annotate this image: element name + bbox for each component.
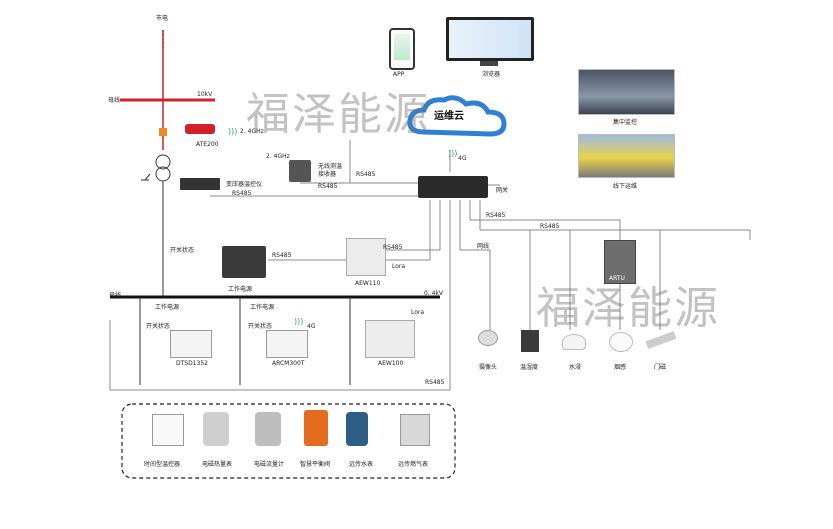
rs485-aew-label: RS485 (383, 244, 403, 251)
watermark-bottom: 福泽能源 (536, 283, 720, 334)
sensor-smoke-label: 烟感 (614, 364, 627, 371)
wireless-receiver-label-1: 无线测温 (318, 163, 343, 170)
heat-meter-icon (203, 412, 229, 446)
work-power-3-label: 工作电源 (250, 304, 275, 311)
switch-status-1-label: 开关状态 (170, 247, 195, 254)
wifi-icon-ate: ))) (228, 127, 238, 136)
sensor-door-label: 门磁 (654, 364, 667, 371)
lora-2-label: Lora (411, 309, 425, 316)
wifi-icon-aram: ))) (294, 317, 304, 326)
g4-aram-label: 4G (307, 323, 316, 330)
thermostat-icon (152, 414, 184, 446)
monitor-stand (480, 61, 498, 66)
power-panel-device (222, 246, 266, 278)
wireless-receiver-device (289, 160, 311, 182)
ghz24-b-label: 2. 4GHz (266, 153, 290, 160)
aew110-device (346, 238, 386, 276)
thermometer-icon (521, 330, 539, 352)
cloud-4g-label: 4G (458, 155, 467, 162)
kv04-label: 0. 4kV (424, 290, 444, 297)
work-power-1-label: 工作电源 (228, 286, 253, 293)
rs485-net-label: RS485 (486, 212, 506, 219)
cloud-label: 运维云 (434, 111, 464, 122)
meters-group-border (121, 403, 456, 479)
central-monitor-photo (578, 69, 675, 115)
meter-valve-label: 智慧平衡阀 (300, 461, 331, 468)
busbar-low-label: 母线 (109, 292, 122, 299)
water-meter-icon (346, 412, 368, 446)
lora-1-label: Lora (392, 263, 406, 270)
rs485-artu-label: RS485 (540, 223, 560, 230)
ate200-label: ATE200 (196, 141, 219, 148)
aew110-label: AEW110 (355, 280, 381, 287)
meter-water-label: 远传水表 (349, 461, 374, 468)
gateway-device (418, 176, 488, 198)
aram-meter-device (266, 330, 308, 358)
gas-meter-icon (400, 414, 430, 446)
utility-label: 市电 (156, 15, 169, 22)
rs485-receiver-label: RS485 (318, 183, 338, 190)
meter-flow-label: 电磁流量计 (254, 461, 285, 468)
camera-icon (478, 330, 498, 346)
cloud-icon (404, 94, 510, 138)
hv-breaker (159, 128, 167, 136)
wangxian-label: 网线 (477, 243, 490, 250)
artu-device (604, 240, 636, 284)
browser-label: 浏览器 (482, 71, 501, 78)
meter-gas-label: 远传燃气表 (398, 461, 429, 468)
gateway-label: 网关 (496, 187, 509, 194)
central-monitor-label: 集中监控 (613, 119, 638, 126)
sensor-water-label: 水浸 (569, 364, 582, 371)
switch-status-3-label: 开关状态 (248, 323, 273, 330)
dtsd-label: DTSD1352 (176, 360, 208, 367)
aew100-device (365, 320, 415, 358)
dtsd-meter-device (170, 330, 212, 358)
wireless-receiver-label-2: 接收器 (318, 171, 337, 178)
app-label: APP (393, 71, 405, 78)
transformer-temp-label: 变压器温控仪 (226, 181, 263, 188)
offline-ops-photo (578, 134, 675, 178)
kv10-label: 10kV (197, 91, 213, 98)
rs485-bottom-label: RS485 (425, 379, 445, 386)
aew100-label: AEW100 (378, 360, 404, 367)
monitor-browser-image (446, 17, 534, 61)
ghz24-a-label: 2. 4GHz (240, 128, 264, 135)
rs485-panel-label: RS485 (272, 252, 292, 259)
rs485-temp-label: RS485 (232, 190, 252, 197)
wifi-icon-cloud: ))) (448, 149, 458, 158)
smoke-detector-icon (609, 332, 633, 352)
balance-valve-icon (304, 410, 328, 446)
ate200-sensor (185, 124, 215, 134)
rs485-top-label: RS485 (356, 171, 376, 178)
switch-status-2-label: 开关状态 (146, 323, 171, 330)
work-power-2-label: 工作电源 (155, 304, 180, 311)
meter-thermostat-label: 时间型温控器 (144, 461, 181, 468)
transformer-temp-controller (180, 178, 220, 190)
sensor-camera-label: 摄像头 (479, 364, 498, 371)
artu-label: ARTU (609, 275, 625, 282)
offline-ops-label: 线下运维 (613, 183, 638, 190)
meter-heat-label: 电磁热量表 (202, 461, 233, 468)
busbar-left-label: 母线 (108, 97, 121, 104)
watermark-top: 福泽能源 (246, 89, 430, 140)
sensor-temp-label: 温湿度 (520, 364, 539, 371)
aram-label: ARCM300T (272, 360, 305, 367)
water-sensor-icon (562, 334, 586, 350)
phone-app-image (389, 28, 415, 70)
transformer-coil-1 (155, 154, 171, 170)
flow-meter-icon (255, 412, 281, 446)
